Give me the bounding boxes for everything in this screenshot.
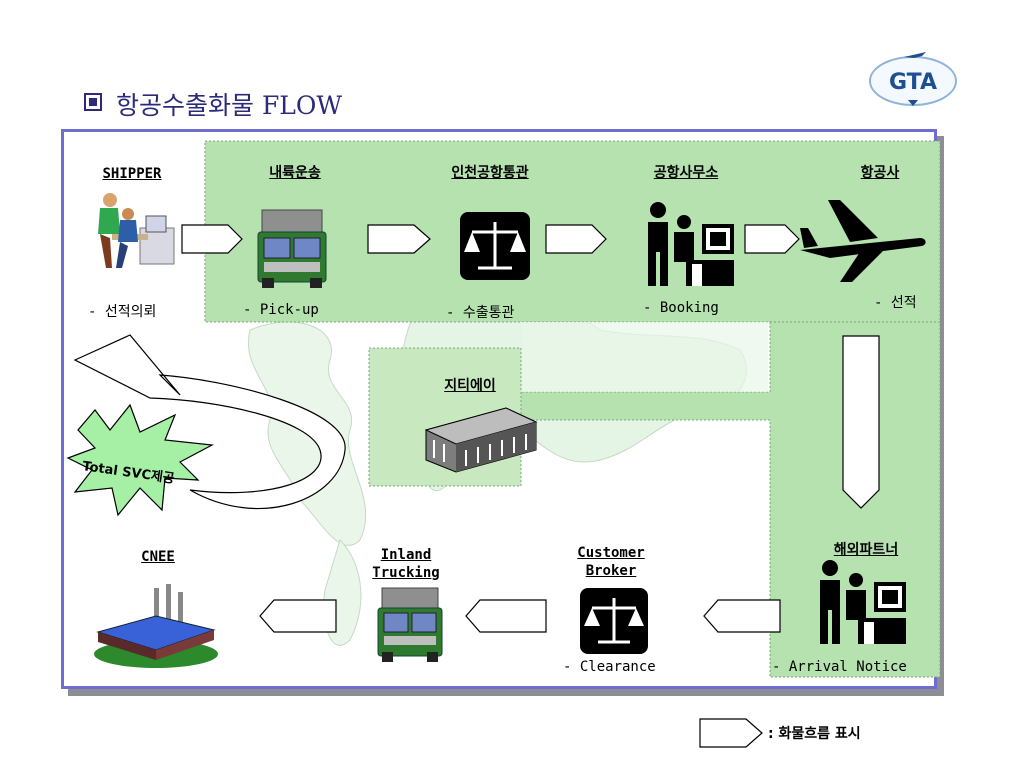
service-curve-arrow [73,334,346,510]
legend-label: : 화물흐름 표시 [768,726,861,742]
trucking-label-line1: Inland [380,547,432,563]
truck-icon-top [257,209,327,288]
customs-caption: - 수출통관 [446,305,515,321]
truck-icon-bottom [377,587,443,662]
gta-label: 지티에이 [444,378,496,394]
flow-arrows [181,224,880,633]
flow-arrow-2 [367,224,431,254]
office-label: 공항사무소 [653,165,719,181]
gta-logo: GTA [869,52,957,106]
broker-scales-icon [580,588,648,654]
broker-caption: - Clearance [563,659,656,675]
page-title: 항공수출화물 FLOW [84,86,342,122]
flow-arrow-down [842,335,880,509]
inland-label: 내륙운송 [269,165,321,181]
broker-label-line2: Broker [585,563,637,579]
total-svc-burst [66,403,215,517]
broker-label-line1: Customer [577,545,645,561]
cnee-label: CNEE [141,549,175,565]
page-title-text: 항공수출화물 FLOW [116,91,343,120]
flow-arrow-5 [703,599,781,633]
flow-arrow-1 [181,224,243,254]
flow-arrow-4 [744,224,800,254]
flow-arrow-6 [465,599,547,633]
office-caption: - Booking [643,300,719,316]
customs-label: 인천공항통관 [451,165,529,181]
office-worker-icon [648,202,734,286]
airplane-icon [800,200,926,282]
partner-label: 해외파트너 [833,542,899,558]
shipper-label: SHIPPER [102,166,162,182]
shipper-people-icon [98,193,175,268]
airline-caption: - 선적 [874,295,917,311]
shipper-caption: - 선적의뢰 [88,304,157,320]
customs-scales-icon [460,212,530,280]
logo-text: GTA [889,70,937,95]
airline-label: 항공사 [860,165,900,181]
flow-arrow-3 [545,224,607,254]
flow-arrow-7 [259,599,337,633]
partner-caption: - Arrival Notice [772,659,907,675]
inland-caption: - Pick-up [243,302,319,318]
partner-worker-icon [820,560,906,644]
gta-building-icon [424,407,538,473]
trucking-label-line2: Trucking [372,565,440,581]
plane-mark-icon [904,52,926,58]
legend-arrow-icon [699,718,763,748]
square-bullet-icon [84,93,102,111]
cnee-factory-icon [94,584,218,668]
